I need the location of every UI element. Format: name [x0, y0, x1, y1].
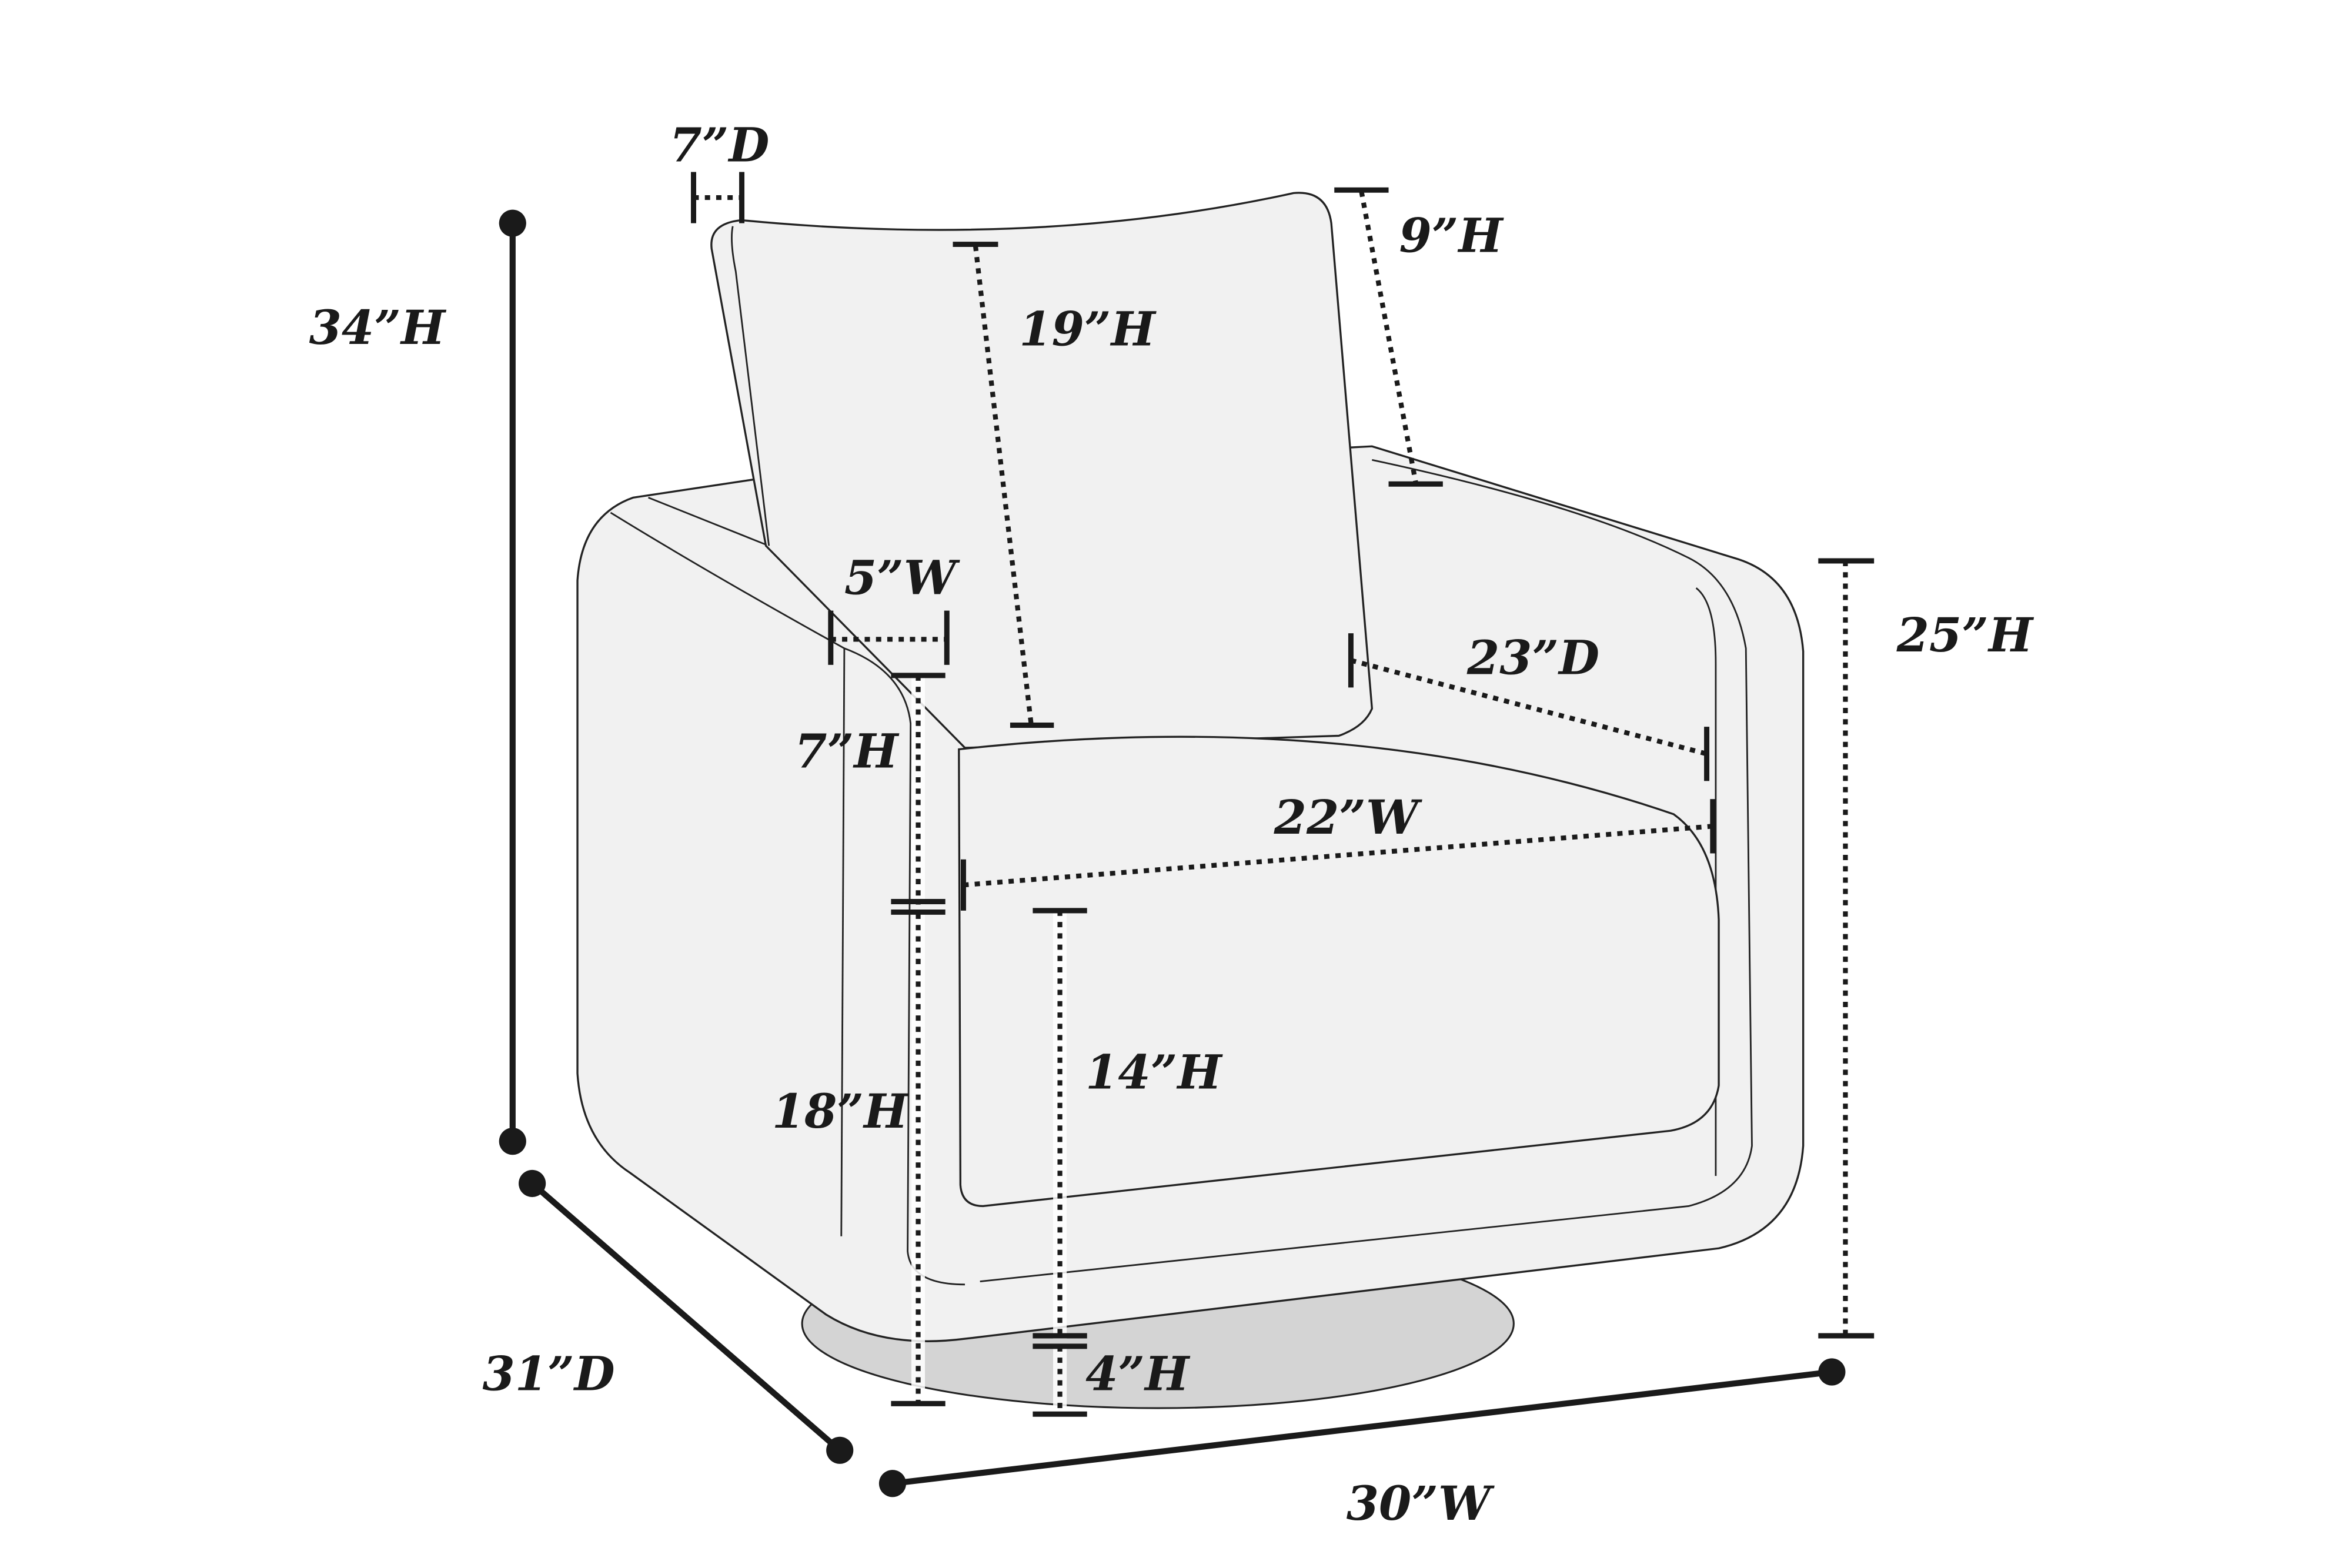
label-back-height: 19”H — [1019, 301, 1157, 356]
seat-depth-line — [1348, 633, 1710, 781]
arm-width-line — [828, 610, 950, 665]
label-back-depth: 7”D — [669, 118, 769, 173]
back-above-arm-line — [1334, 187, 1443, 487]
back-depth-line — [691, 172, 745, 223]
arm-height-line — [1818, 558, 1875, 1339]
seat-width-line — [960, 799, 1716, 911]
overall-height-line — [499, 209, 526, 1155]
overall-depth-line — [519, 1169, 854, 1464]
base-height-line — [1033, 1343, 1087, 1417]
label-seat-height: 14”H — [1085, 1044, 1223, 1099]
label-overall-width: 30”W — [1347, 1476, 1495, 1531]
right-arm-top — [980, 459, 1753, 1283]
arm-above-seat-line — [891, 673, 946, 905]
seat-floor-height-line — [891, 909, 946, 1406]
label-seat-width: 22”W — [1274, 790, 1422, 845]
seat-cushion — [958, 735, 1720, 1208]
label-arm-above-seat: 7”H — [794, 723, 900, 778]
label-back-above-arm: 9”H — [1399, 208, 1504, 263]
label-seat-depth: 23”D — [1466, 630, 1599, 685]
back-height-line — [953, 242, 1054, 728]
label-overall-depth: 31”D — [483, 1346, 615, 1401]
label-seat-floor-height: 18”H — [772, 1084, 910, 1139]
seat-height-line — [1033, 908, 1087, 1339]
label-overall-height: 34”H — [309, 300, 447, 355]
label-arm-height: 25”H — [1896, 607, 2034, 663]
label-base-height: 4”H — [1085, 1346, 1191, 1401]
label-arm-width: 5”W — [844, 550, 960, 605]
overall-width-line — [878, 1358, 1846, 1497]
